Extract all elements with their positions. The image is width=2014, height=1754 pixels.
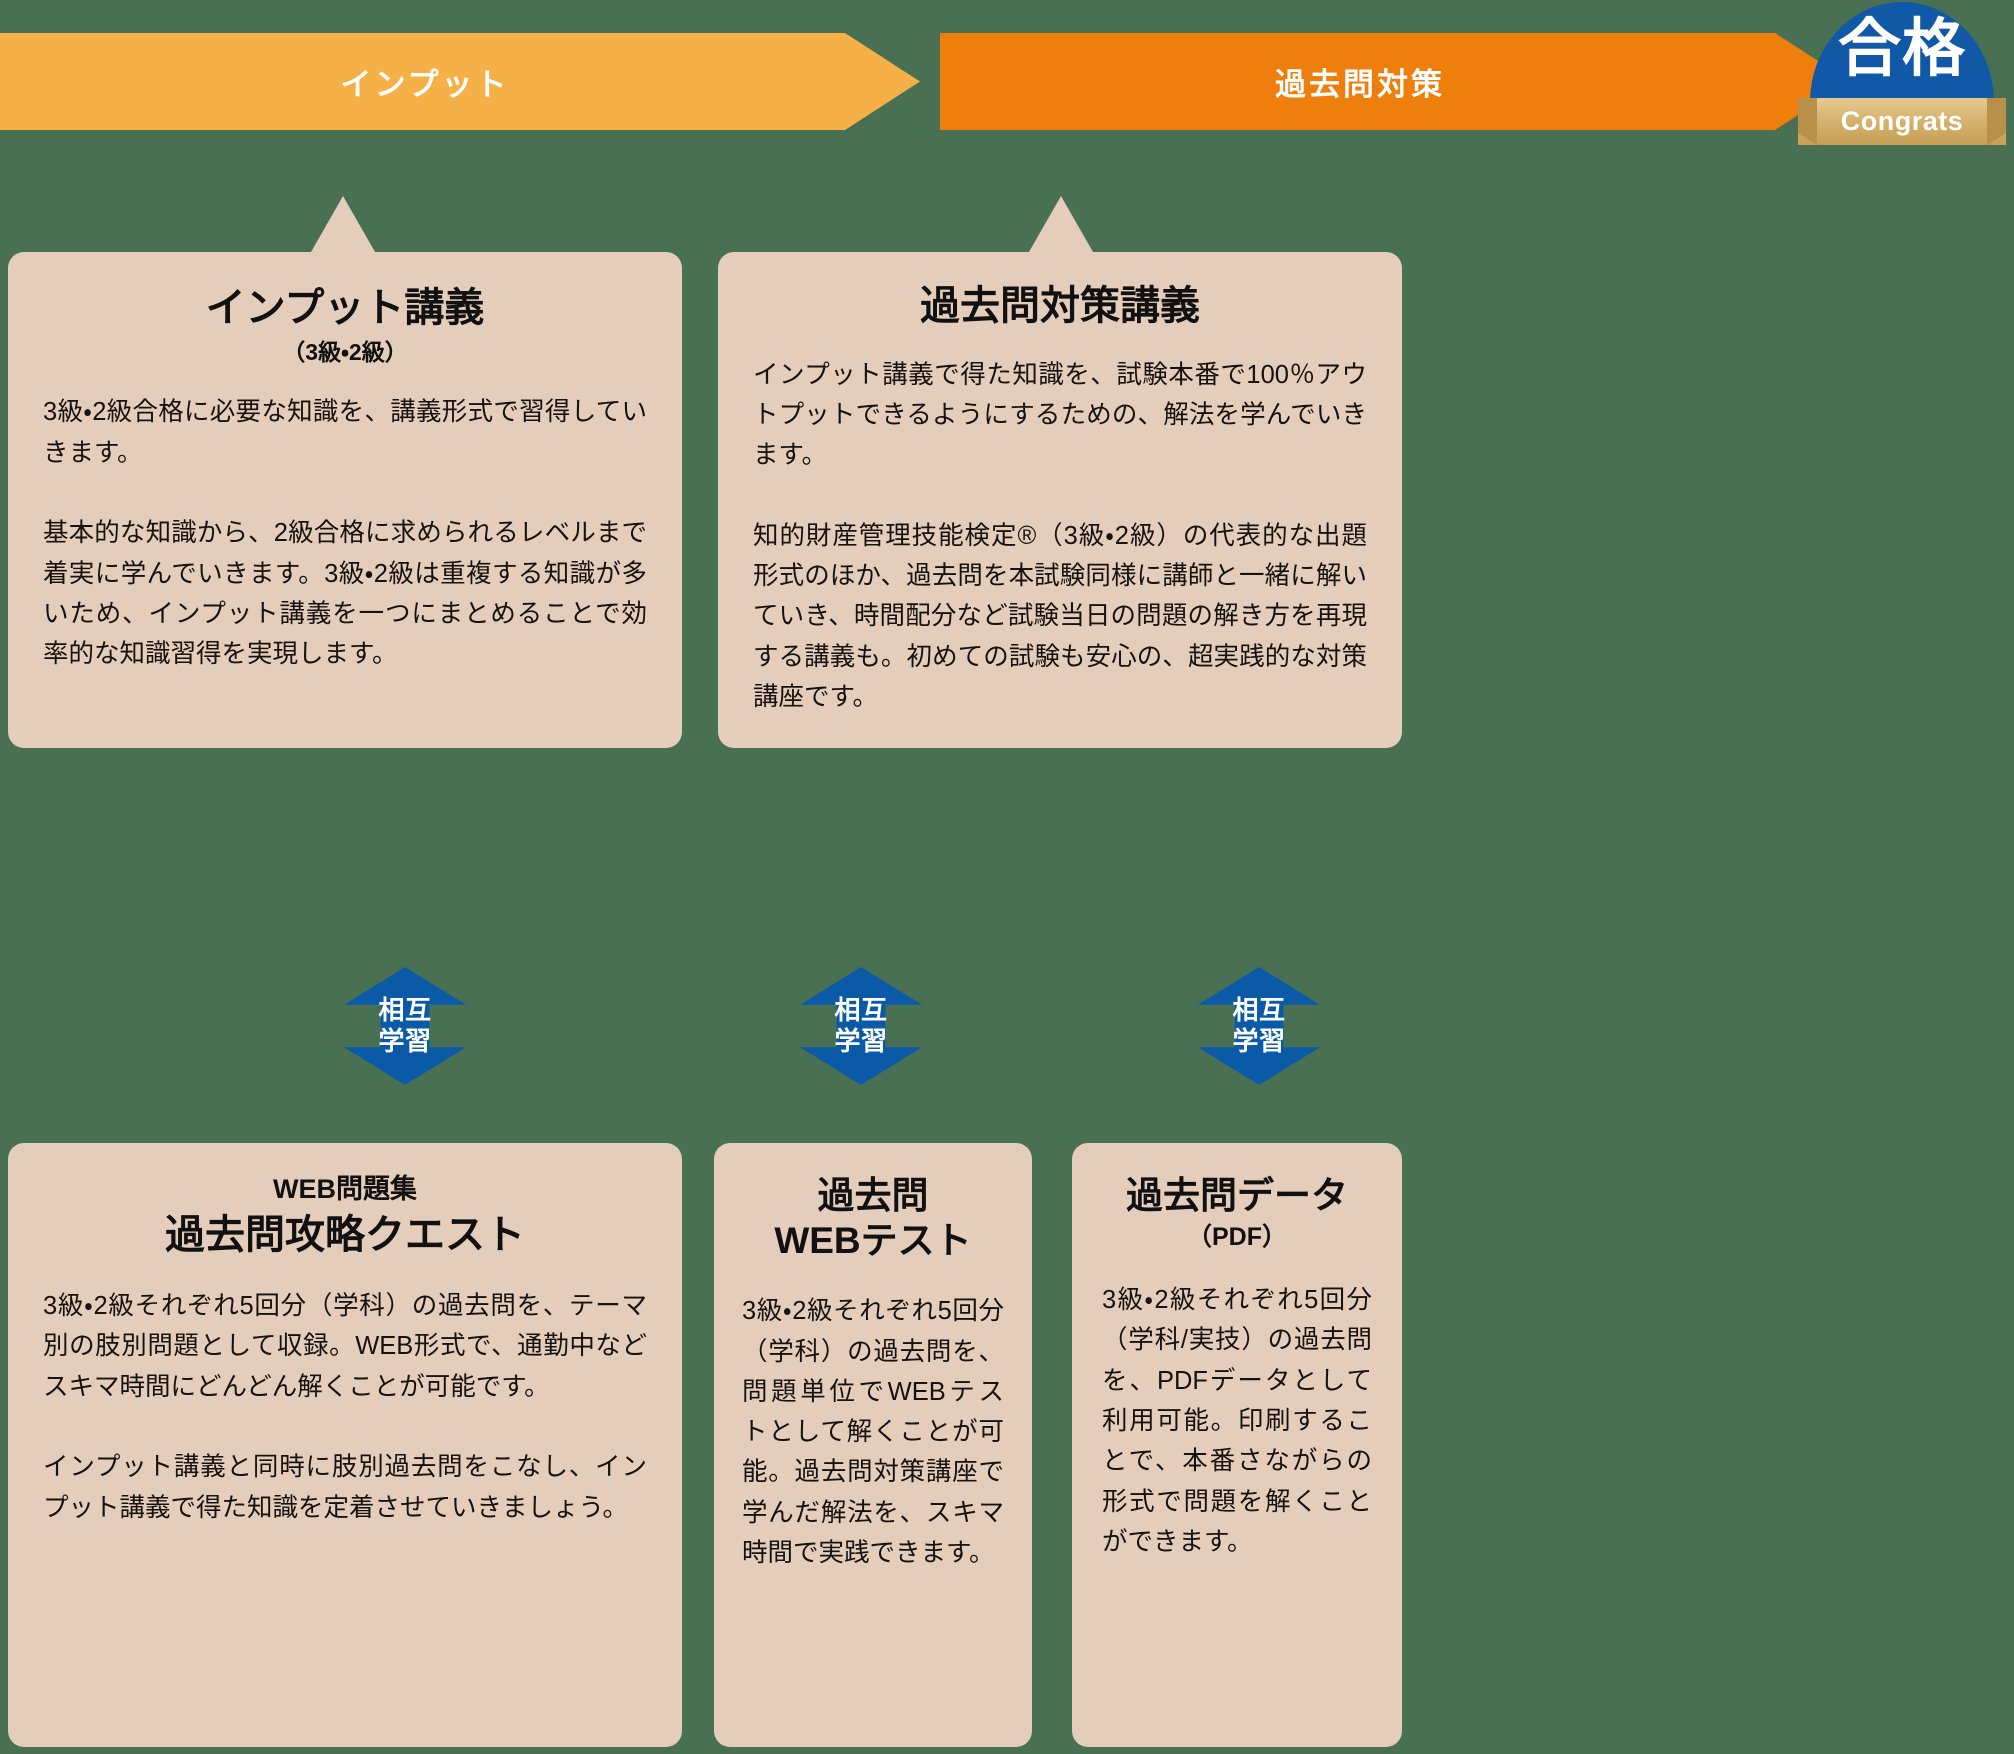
card-webtest-body: 3級・2級それぞれ5回分（学科）の過去問を、問題単位でWEBテストとして解くこと… xyxy=(714,1263,1032,1573)
card-input-lecture-title: インプット講義 xyxy=(205,286,485,330)
card-kako-lecture: 過去問対策講義 インプット講義で得た知識を、試験本番で100％アウトプットできる… xyxy=(718,252,1402,748)
paragraph: 知的財産管理技能検定®（3級・2級）の代表的な出題形式のほか、過去問を本試験同様… xyxy=(753,521,1367,712)
callout-notch-kako xyxy=(1029,196,1093,252)
mutual-learning-arrow-1: 相互 学習 xyxy=(344,967,466,1085)
mutual-learning-line-1: 相互 xyxy=(834,995,888,1025)
paragraph: 基本的な知識から、2級合格に求められるレベルまで着実に学んでいきます。3級・2級… xyxy=(43,519,647,669)
card-webtest-title: 過去問 WEBテスト xyxy=(774,1175,972,1262)
pass-badge: 合格 Congrats xyxy=(1798,2,2006,167)
callout-notch-input xyxy=(311,196,375,252)
paragraph: 3級・2級それぞれ5回分（学科/実技）の過去問を、PDFデータとして利用可能。印… xyxy=(1102,1286,1372,1556)
paragraph: 3級・2級それぞれ5回分（学科）の過去問を、問題単位でWEBテストとして解くこと… xyxy=(742,1297,1004,1567)
card-input-lecture-body: 3級・2級合格に必要な知識を、講義形式で習得していきます。 基本的な知識から、2… xyxy=(8,366,682,674)
card-quest-eyebrow: WEB問題集 xyxy=(273,1174,417,1204)
badge-pass-label: 合格 xyxy=(1838,14,1966,84)
banner-kako-label: 過去問対策 xyxy=(1275,67,1445,102)
badge-congrats-label: Congrats xyxy=(1840,106,1964,136)
card-quest: WEB問題集 過去問攻略クエスト 3級・2級それぞれ5回分（学科）の過去問を、テ… xyxy=(8,1143,682,1747)
paragraph: インプット講義で得た知識を、試験本番で100％アウトプットできるようにするための… xyxy=(753,360,1367,470)
mutual-learning-arrow-2: 相互 学習 xyxy=(800,967,922,1085)
mutual-learning-arrow-3: 相互 学習 xyxy=(1198,967,1320,1085)
card-input-lecture: インプット講義 （3級・2級） 3級・2級合格に必要な知識を、講義形式で習得して… xyxy=(8,252,682,748)
mutual-learning-label: 相互 学習 xyxy=(1198,995,1320,1057)
card-webtest: 過去問 WEBテスト 3級・2級それぞれ5回分（学科）の過去問を、問題単位でWE… xyxy=(714,1143,1032,1747)
card-pdf-body: 3級・2級それぞれ5回分（学科/実技）の過去問を、PDFデータとして利用可能。印… xyxy=(1072,1252,1402,1562)
card-pdf-title: 過去問データ xyxy=(1126,1175,1348,1216)
mutual-learning-label: 相互 学習 xyxy=(800,995,922,1057)
mutual-learning-line-2: 学習 xyxy=(834,1026,888,1056)
mutual-learning-line-2: 学習 xyxy=(378,1026,432,1056)
card-kako-lecture-body: インプット講義で得た知識を、試験本番で100％アウトプットできるようにするための… xyxy=(718,331,1402,718)
card-input-lecture-subtitle: （3級・2級） xyxy=(282,338,408,365)
paragraph: 3級・2級それぞれ5回分（学科）の過去問を、テーマ別の肢別問題として収録。WEB… xyxy=(43,1292,647,1401)
mutual-learning-line-2: 学習 xyxy=(1232,1026,1286,1056)
mutual-learning-line-1: 相互 xyxy=(378,995,432,1025)
card-quest-title: 過去問攻略クエスト xyxy=(165,1213,525,1258)
card-kako-lecture-title: 過去問対策講義 xyxy=(920,284,1200,328)
banner-input-label: インプット xyxy=(340,67,510,102)
card-quest-body: 3級・2級それぞれ5回分（学科）の過去問を、テーマ別の肢別問題として収録。WEB… xyxy=(8,1260,682,1528)
card-pdf-subtitle: （PDF） xyxy=(1186,1223,1287,1252)
paragraph: 3級・2級合格に必要な知識を、講義形式で習得していきます。 xyxy=(43,398,647,467)
mutual-learning-line-1: 相互 xyxy=(1232,995,1286,1025)
card-pdf: 過去問データ （PDF） 3級・2級それぞれ5回分（学科/実技）の過去問を、PD… xyxy=(1072,1143,1402,1747)
banner-kako-phase: 過去問対策 xyxy=(940,33,1850,130)
banner-input-phase: インプット xyxy=(0,33,920,130)
mutual-learning-label: 相互 学習 xyxy=(344,995,466,1057)
badge-ribbon-shape xyxy=(1798,98,2006,145)
paragraph: インプット講義と同時に肢別過去問をこなし、インプット講義で得た知識を定着させてい… xyxy=(43,1453,647,1522)
